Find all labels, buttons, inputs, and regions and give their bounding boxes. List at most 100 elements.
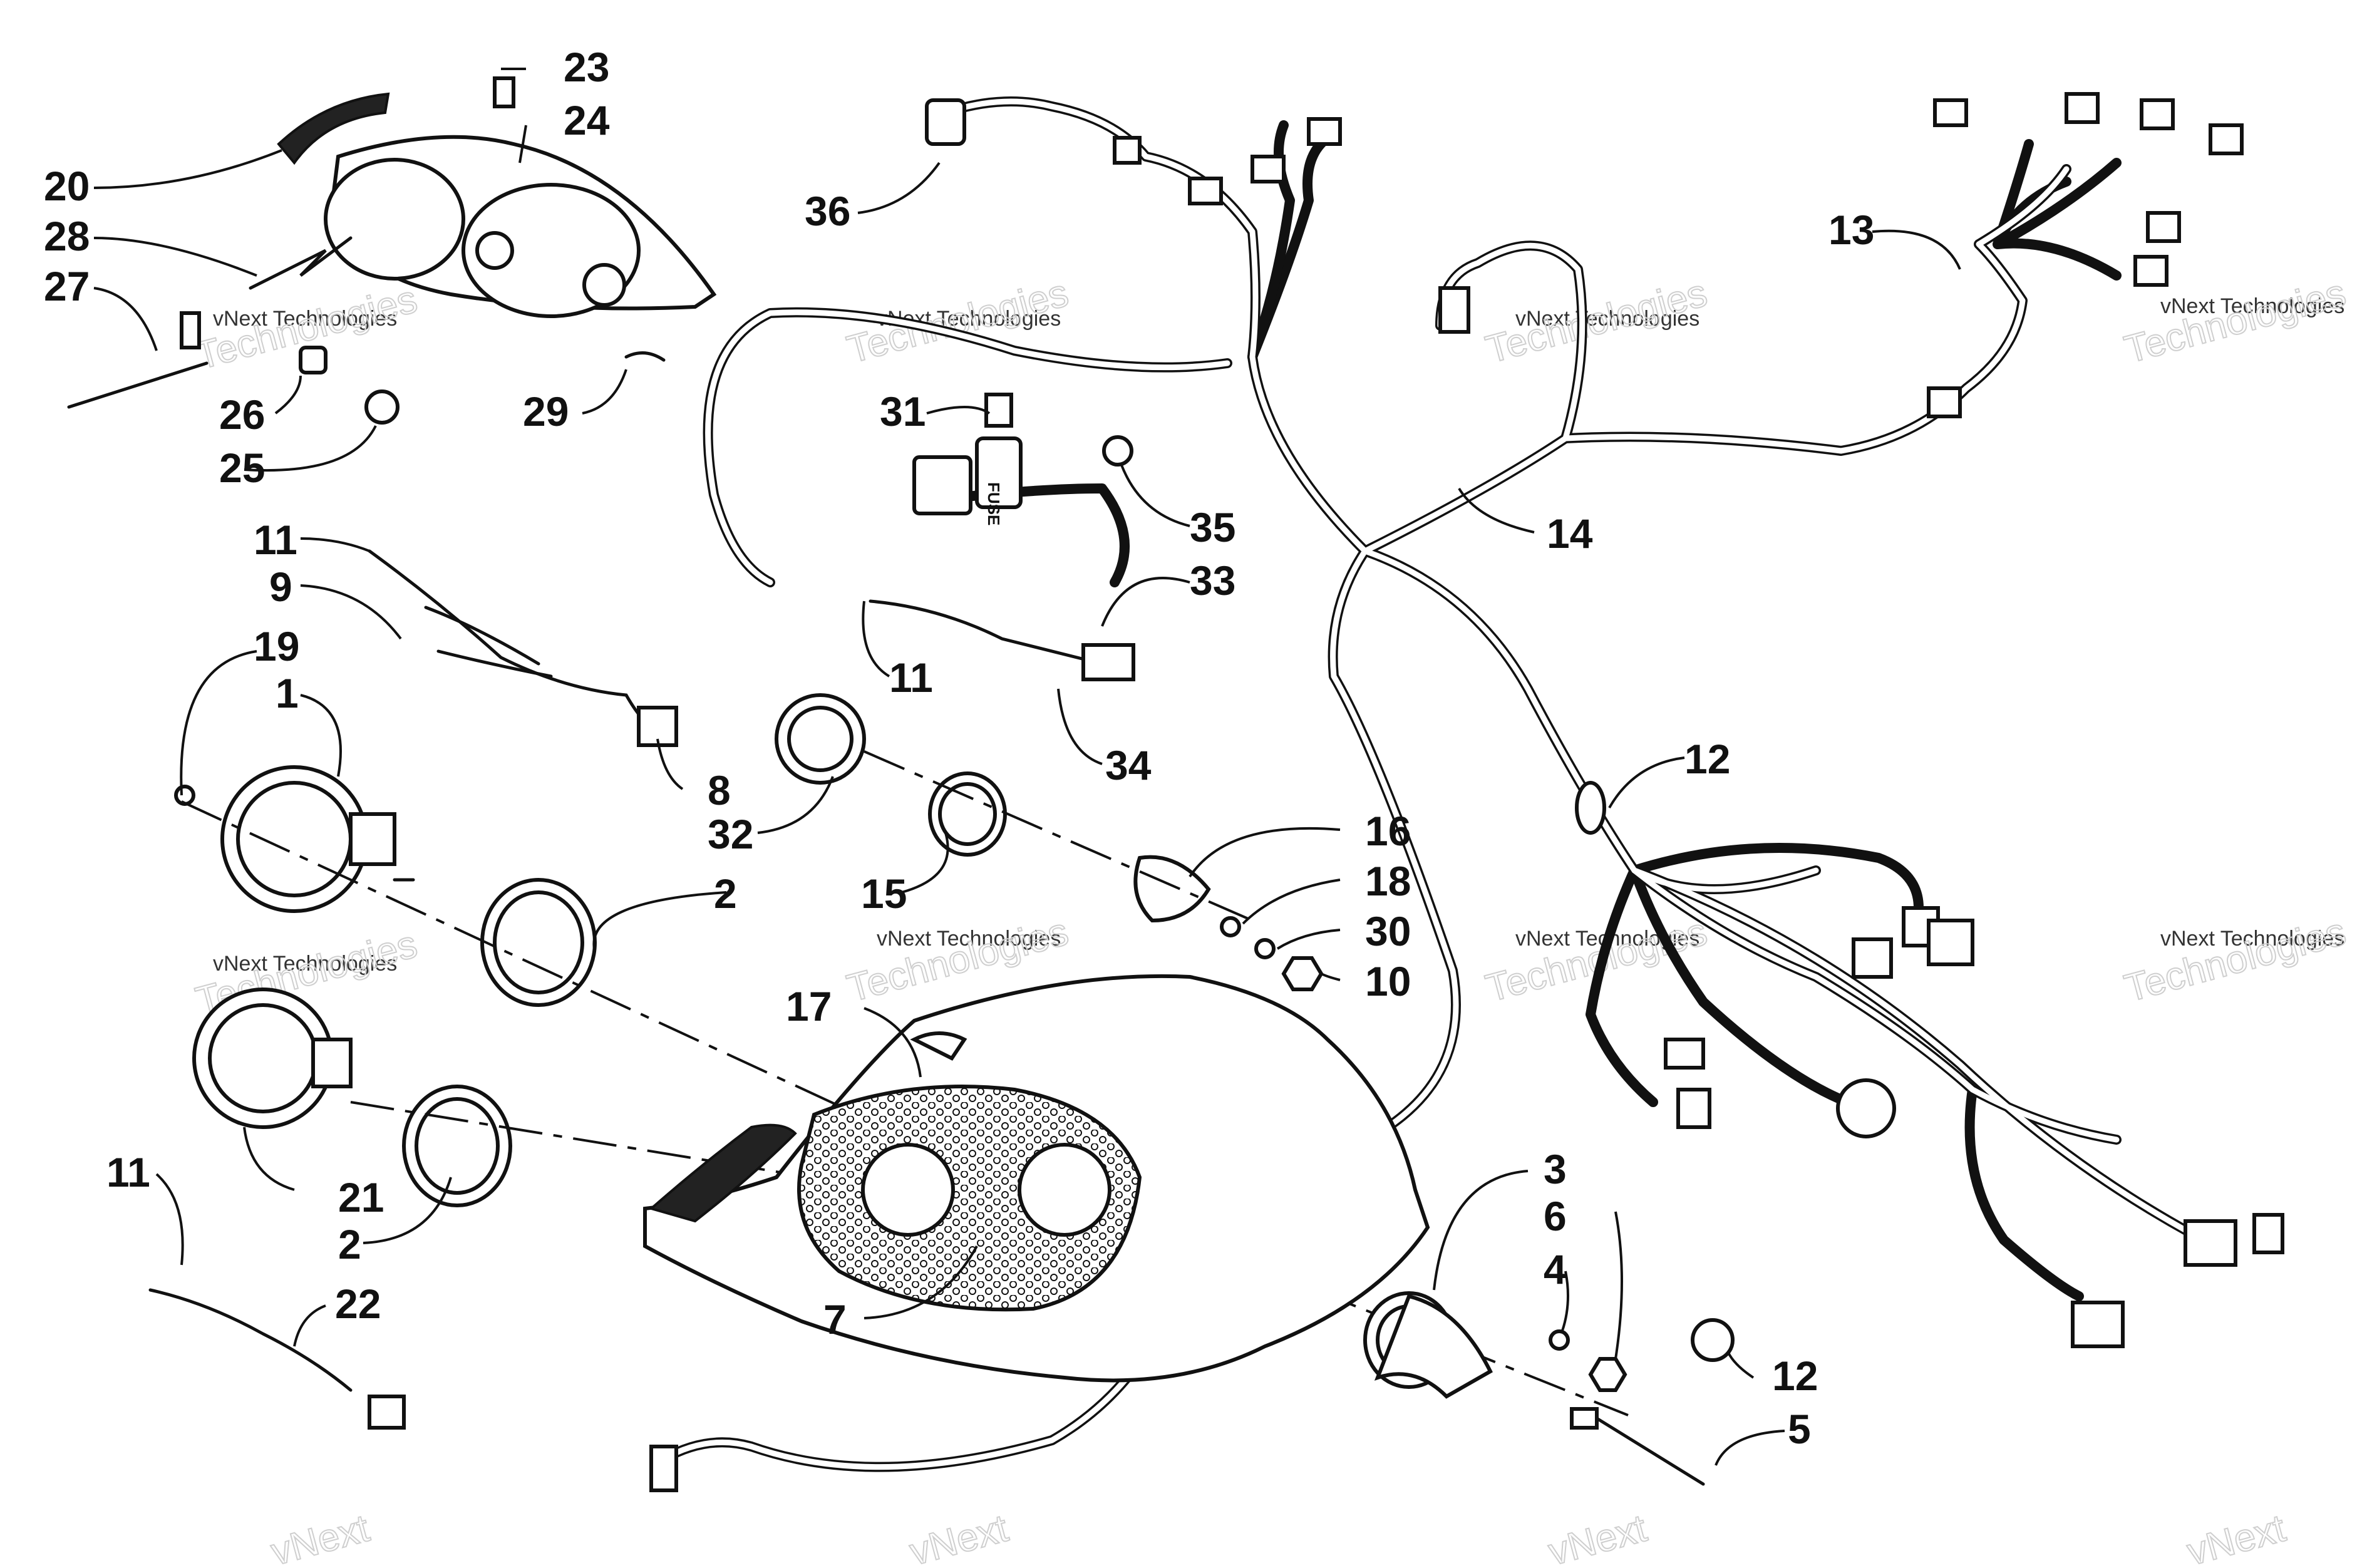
connector (1307, 117, 1342, 146)
callout-36: 36 (805, 188, 850, 234)
connector (1664, 1038, 1705, 1070)
assembly-centerline (181, 800, 940, 1153)
screw-bracket (180, 311, 201, 349)
headlight-lens-left (324, 158, 465, 281)
callout-27: 27 (44, 263, 90, 309)
bezel-opening-tach (1018, 1143, 1111, 1237)
callout-1: 1 (276, 670, 299, 716)
callout-20: 20 (44, 163, 90, 209)
callout-26: 26 (219, 391, 265, 438)
callout-23: 23 (564, 44, 609, 90)
connector (2252, 1213, 2284, 1254)
callout-11: 11 (106, 1149, 150, 1195)
callout-30: 30 (1365, 908, 1411, 954)
connector (2209, 123, 2244, 155)
dash-vent (910, 1031, 967, 1061)
callout-24: 24 (564, 97, 610, 143)
callout-6: 6 (1544, 1193, 1567, 1239)
callout-31: 31 (880, 388, 926, 435)
lockwasher-30 (1254, 938, 1276, 959)
temp-gauge-assembly (1363, 1291, 1735, 1486)
harness-wire (1586, 865, 1658, 1107)
speedometer-face (236, 781, 353, 897)
connector (2140, 98, 2175, 130)
callout-8: 8 (708, 767, 731, 813)
trim-strip (277, 92, 390, 165)
callout-5: 5 (1788, 1406, 1811, 1452)
watermark-large: vNext (267, 1507, 374, 1568)
harness-wire (703, 307, 1232, 587)
assembly-centerline (864, 750, 1253, 922)
callout-12: 12 (1684, 736, 1730, 782)
callout-11: 11 (889, 654, 933, 701)
washer-18 (1220, 916, 1241, 937)
watermark-large: vNext (905, 1507, 1013, 1568)
callout-35: 35 (1190, 504, 1235, 550)
dash-panel (643, 974, 1430, 1383)
harness-branch-13 (1993, 139, 2122, 281)
callout-14: 14 (1547, 510, 1593, 557)
connector (2133, 255, 2168, 287)
callout-19: 19 (254, 623, 299, 669)
bulb-19 (174, 785, 195, 806)
callout-17: 17 (786, 983, 832, 1029)
connector (1852, 937, 1893, 979)
connector (2071, 1301, 2125, 1348)
adjust-spring (249, 236, 353, 290)
connector (1438, 286, 1470, 334)
callout-numbers: 23 24 20 28 27 26 29 25 36 31 35 33 11 3… (44, 44, 1874, 1452)
callout-25: 25 (219, 445, 265, 491)
harness-wire (1360, 546, 1821, 894)
dash-grip (648, 1123, 797, 1223)
connector (2146, 211, 2181, 243)
watermark-text: vNext Technologies (2160, 927, 2344, 951)
adjust-screw (67, 361, 209, 409)
connector (1927, 386, 1962, 418)
bezel-opening-speedo (861, 1143, 955, 1237)
harness-wire (1964, 1085, 2084, 1301)
grommet-35 (1102, 435, 1133, 467)
callout-11: 11 (254, 517, 297, 563)
gauge-harness-33 (869, 599, 1104, 666)
speedometer-body (349, 812, 396, 866)
connector (1927, 919, 1974, 966)
tachometer-body (311, 1038, 353, 1088)
callout-9: 9 (269, 564, 292, 610)
callout-22: 22 (335, 1281, 381, 1327)
gauge-harness-9 (368, 549, 678, 741)
callout-18: 18 (1365, 858, 1411, 904)
connector (2184, 1219, 2237, 1267)
fuse-holder (975, 436, 1023, 509)
callout-7: 7 (823, 1296, 847, 1343)
gauge-group (148, 549, 1629, 1430)
connector (2065, 92, 2100, 124)
callout-3: 3 (1544, 1146, 1567, 1192)
nut-6 (1588, 1357, 1627, 1392)
watermark-large: Technologies (1482, 271, 1711, 371)
connector (1251, 155, 1286, 183)
callout-12: 12 (1772, 1353, 1818, 1399)
watermark-text: vNext Technologies (213, 952, 397, 976)
fuse-holder-cap (912, 455, 972, 515)
watermark-text: vNext Technologies (2160, 294, 2344, 318)
watermark-large: vNext (2183, 1507, 2290, 1568)
fuse-31 (984, 393, 1013, 428)
watermark-text: vNext Technologies (213, 307, 397, 331)
sensor-5-body (1570, 1407, 1599, 1430)
harness-wire (1629, 865, 1852, 1107)
clamp-12 (1691, 1318, 1735, 1362)
callout-16: 16 (1365, 808, 1411, 854)
headlight-assembly (67, 76, 717, 425)
sensor-5-wire (1595, 1416, 1705, 1486)
callout-4: 4 (1544, 1246, 1567, 1292)
harness-wire (1247, 120, 1295, 362)
connector (1188, 177, 1223, 205)
clip-29 (624, 351, 666, 362)
round-connector (1836, 1078, 1896, 1138)
callout-28: 28 (44, 213, 90, 259)
callout-29: 29 (523, 388, 569, 435)
callout-13: 13 (1828, 207, 1874, 253)
nut-10 (1281, 956, 1324, 991)
bracket-16 (1133, 855, 1211, 923)
connector-36 (925, 98, 966, 146)
